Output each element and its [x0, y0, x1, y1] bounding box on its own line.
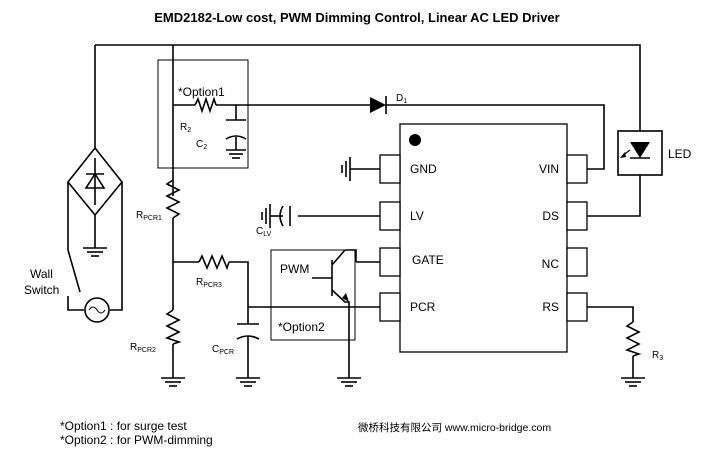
- rpcr1-label: RPCR1: [136, 210, 162, 222]
- ground-symbol: [621, 377, 645, 387]
- rpcr3-label: RPCR3: [196, 277, 222, 289]
- switch-label: Switch: [24, 283, 59, 297]
- wiring: [67, 44, 641, 378]
- pin-pcr: [379, 292, 401, 322]
- footer-text: 微桥科技有限公司 www.micro-bridge.com: [358, 421, 551, 434]
- cpcr-capacitor: [236, 323, 260, 340]
- note-option1: *Option1 : for surge test: [60, 419, 187, 433]
- pin-vin: [566, 154, 588, 184]
- pin-gnd: [379, 154, 401, 184]
- c2-label: C2: [196, 139, 207, 151]
- rpcr2-resistor: [164, 309, 182, 345]
- rpcr3-resistor: [198, 253, 230, 271]
- led-label: LED: [668, 147, 692, 161]
- ic-chip: GND LV GATE PCR VIN DS NC RS: [379, 123, 588, 353]
- ground-symbol: [341, 157, 351, 181]
- d1-diode: [370, 96, 387, 114]
- ground-symbol: [161, 377, 185, 387]
- transistor-emitter-arrow: [342, 293, 349, 302]
- r3-label: R3: [652, 350, 663, 362]
- pin-ds: [566, 201, 588, 231]
- diagram-title: EMD2182-Low cost, PWM Dimming Control, L…: [154, 10, 559, 25]
- d1-label: D1: [396, 93, 407, 105]
- pin-label-vin: VIN: [539, 162, 559, 176]
- ground-symbol: [236, 377, 260, 387]
- ac-source: [84, 297, 110, 323]
- option1-label: *Option1: [178, 85, 225, 99]
- option1-box: [157, 59, 249, 169]
- bridge-rectifier: [66, 146, 124, 248]
- pin-label-gnd: GND: [410, 162, 437, 176]
- pin-label-pcr: PCR: [410, 300, 436, 314]
- led-symbol: [617, 130, 663, 176]
- clv-label: CLV: [256, 226, 272, 238]
- r2-resistor: [194, 96, 217, 114]
- pin-label-nc: NC: [542, 257, 560, 271]
- ic-body: [399, 123, 568, 353]
- pin-label-ds: DS: [542, 209, 559, 223]
- ground-symbol: [337, 377, 361, 387]
- pin-nc: [566, 247, 588, 277]
- rpcr1-resistor: [165, 179, 181, 219]
- c2-capacitor: [225, 119, 247, 140]
- option2-box: [270, 249, 356, 341]
- clv-capacitor: [270, 205, 291, 227]
- pwm-label: PWM: [280, 262, 309, 276]
- option2-label: *Option2: [278, 320, 325, 334]
- wall-label: Wall: [30, 267, 53, 281]
- pin-lv: [379, 201, 401, 231]
- pin1-dot: [409, 134, 421, 146]
- pin-label-gate: GATE: [412, 253, 444, 267]
- ground-symbol: [261, 204, 271, 228]
- pin-rs: [566, 292, 588, 322]
- pin-gate: [379, 247, 401, 277]
- r2-label: R2: [180, 122, 191, 134]
- ground-symbol: [226, 149, 246, 159]
- ground-symbol: [83, 247, 107, 257]
- r3-resistor: [624, 321, 642, 357]
- cpcr-label: CPCR: [212, 344, 234, 356]
- rpcr2-label: RPCR2: [130, 342, 156, 354]
- pin-label-rs: RS: [542, 300, 559, 314]
- pin-label-lv: LV: [410, 209, 424, 223]
- note-option2: *Option2 : for PWM-dimming: [60, 433, 213, 447]
